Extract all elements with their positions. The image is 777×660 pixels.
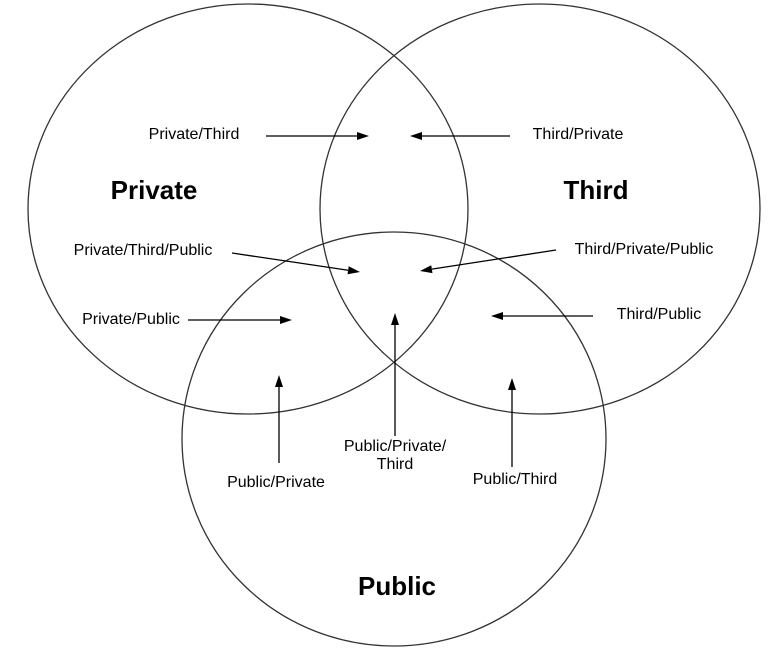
region-label-public-third: Public/Third <box>472 471 558 488</box>
arrow-public-private <box>275 375 283 463</box>
set-label-public: Public <box>357 571 437 601</box>
arrowhead-icon <box>275 375 283 387</box>
region-label-public-private: Public/Private <box>227 474 325 491</box>
arrowhead-icon <box>508 378 516 390</box>
arrowhead-icon <box>410 132 422 140</box>
region-label-private-third-public: Private/Third/Public <box>73 242 213 259</box>
circle-third <box>319 3 761 415</box>
arrowhead-icon <box>491 312 503 320</box>
arrowhead-icon <box>391 313 399 325</box>
region-label-third-public: Third/Public <box>616 306 702 323</box>
region-label-third-private: Third/Private <box>532 126 624 143</box>
arrow-private-public <box>188 316 292 324</box>
arrow-third-private <box>410 132 510 140</box>
arrow-line-private-third-public <box>231 252 349 271</box>
region-label-private-third: Private/Third <box>148 126 240 143</box>
region-label-public-private-third: Public/Private/ Third <box>343 438 447 473</box>
arrow-private-third <box>266 132 369 140</box>
arrowhead-icon <box>357 132 369 140</box>
arrow-public-private-third <box>391 313 399 436</box>
circle-private <box>27 3 469 415</box>
arrowhead-icon <box>420 265 433 274</box>
set-label-private: Private <box>110 175 198 205</box>
arrow-public-third <box>508 378 516 467</box>
set-label-third: Third <box>563 175 629 205</box>
arrow-line-third-private-public <box>431 249 557 270</box>
arrow-third-public <box>491 312 593 320</box>
arrowhead-icon <box>347 266 360 275</box>
circle-public <box>181 231 607 647</box>
arrowhead-icon <box>280 316 292 324</box>
arrow-third-private-public <box>420 249 557 274</box>
arrow-private-third-public <box>231 252 360 275</box>
region-label-private-public: Private/Public <box>82 311 180 328</box>
region-label-third-private-public: Third/Private/Public <box>574 241 714 258</box>
